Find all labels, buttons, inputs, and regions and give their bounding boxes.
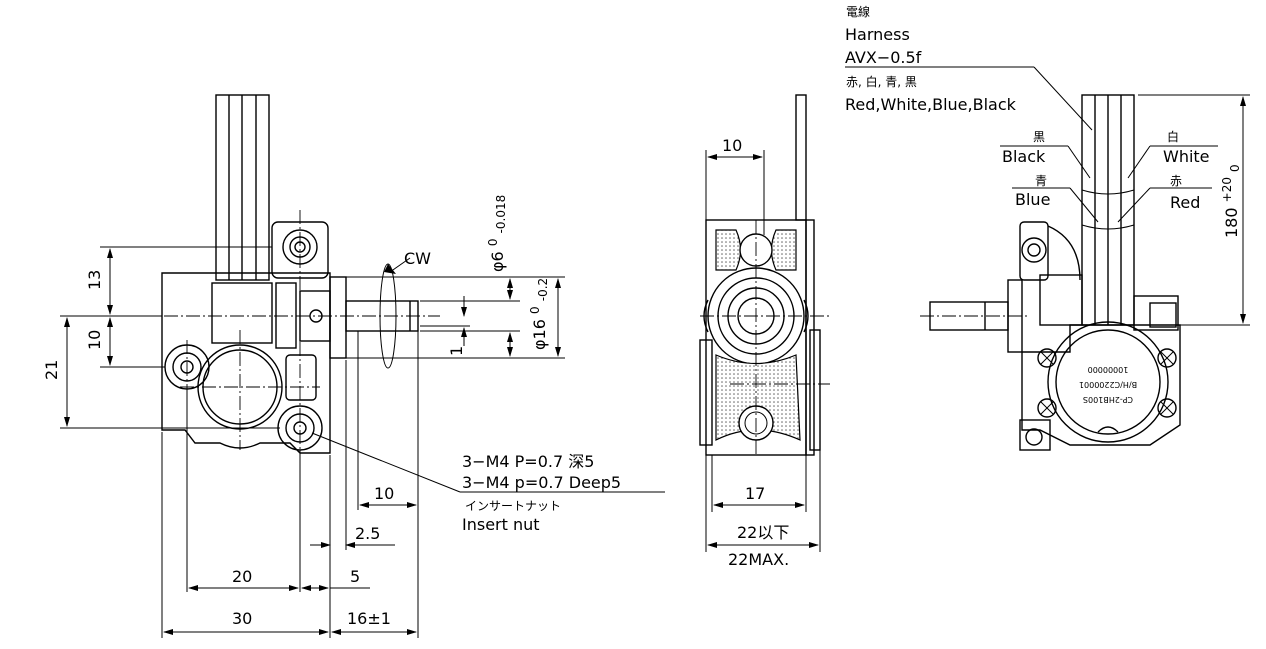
harness-colors-jp: 赤, 白, 青, 黒 xyxy=(846,74,917,89)
dim-shaft-dia-value: φ6 xyxy=(488,251,507,272)
dim-21: 21 xyxy=(42,360,61,380)
wire-red-jp: 赤 xyxy=(1170,174,1182,188)
wire-white-jp: 白 xyxy=(1167,129,1179,144)
dim-boss-dia-value: φ16 xyxy=(530,319,549,350)
note-thread-en: 3−M4 p=0.7 Deep5 xyxy=(462,473,621,492)
rear-motor-can xyxy=(1047,321,1169,443)
dim-10-shaft: 10 xyxy=(374,484,394,503)
rear-view: 電線 Harness AVX−0.5f 赤, 白, 青, 黒 Red,White… xyxy=(845,4,1250,451)
side-dim-10: 10 xyxy=(722,136,742,155)
dim-180-value: 180 xyxy=(1222,207,1241,238)
dim-5: 5 xyxy=(350,567,360,586)
dim-20: 20 xyxy=(232,567,252,586)
dim-180: 180 +20 0 xyxy=(1216,164,1242,238)
cw-rotation-indicator xyxy=(379,257,411,369)
note-thread-jp: 3−M4 P=0.7 深5 xyxy=(462,452,594,471)
side-view: 10 17 22以下 22MAX. xyxy=(699,94,830,569)
dim-shaft-tol-upper: 0 xyxy=(486,239,500,247)
harness-label-jp: 電線 xyxy=(846,4,870,19)
rear-label-line2: B/H/C2200001 xyxy=(1079,380,1137,389)
rear-wire-bundle xyxy=(1081,94,1135,326)
side-dim-22-en: 22MAX. xyxy=(728,550,789,569)
front-view: CW 13 10 21 φ6 0 -0.018 φ16 0 -0.2 xyxy=(42,94,665,638)
note-insert-jp: インサートナット xyxy=(465,499,561,513)
harness-label-en: Harness xyxy=(845,25,910,44)
wire-blue-jp: 青 xyxy=(1035,174,1047,188)
dim-10-vertical: 10 xyxy=(85,330,104,350)
dim-2-5: 2.5 xyxy=(355,524,380,543)
dim-boss-tol-upper: 0 xyxy=(528,306,542,314)
wire-red-en: Red xyxy=(1170,193,1200,212)
dim-1: 1 xyxy=(447,346,466,356)
front-boss xyxy=(329,276,347,359)
rear-label-line3: CP-2HB100S xyxy=(1083,395,1133,404)
wire-black-jp: 黒 xyxy=(1033,130,1045,144)
harness-model: AVX−0.5f xyxy=(845,48,922,67)
dim-13: 13 xyxy=(85,270,104,290)
dim-shaft-diameter: φ6 0 -0.018 xyxy=(482,195,508,272)
side-dim-17: 17 xyxy=(745,484,765,503)
wire-black-en: Black xyxy=(1002,147,1046,166)
side-dim-22-jp: 22以下 xyxy=(737,523,789,542)
cw-label: CW xyxy=(404,249,431,268)
front-body-outline xyxy=(161,272,331,454)
dim-180-tol-upper: +20 xyxy=(1220,177,1234,202)
wire-blue-en: Blue xyxy=(1015,190,1050,209)
harness-colors-en: Red,White,Blue,Black xyxy=(845,95,1017,114)
note-insert-en: Insert nut xyxy=(462,515,540,534)
rear-screws xyxy=(1037,348,1177,418)
front-wire-bundle xyxy=(215,94,270,281)
dim-shaft-tol-lower: -0.018 xyxy=(494,195,508,234)
dim-boss-tol-lower: -0.2 xyxy=(536,278,550,301)
wire-white-en: White xyxy=(1163,147,1210,166)
dim-180-tol-lower: 0 xyxy=(1228,164,1242,172)
rear-label-line1: 10000000 xyxy=(1088,365,1129,374)
dim-boss-diameter: φ16 0 -0.2 xyxy=(524,278,550,350)
dim-16: 16±1 xyxy=(347,609,391,628)
rear-body-outline xyxy=(1021,324,1181,446)
dim-30: 30 xyxy=(232,609,252,628)
